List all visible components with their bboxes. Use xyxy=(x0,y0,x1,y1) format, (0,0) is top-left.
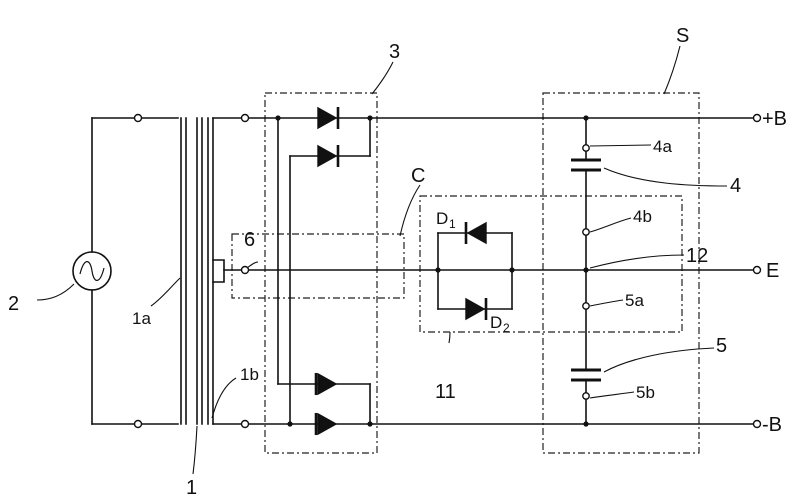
label-minus-b: -B xyxy=(762,414,782,436)
label-1b: 1b xyxy=(240,365,259,384)
label-4b: 4b xyxy=(633,207,652,226)
diode-d1-icon xyxy=(464,221,487,245)
c-block-outline xyxy=(231,233,405,299)
secondary-top-terminal xyxy=(240,113,250,123)
terminal-4b xyxy=(582,228,590,236)
svg-text:2: 2 xyxy=(503,321,510,335)
primary-bottom-terminal xyxy=(133,419,143,429)
label-5: 5 xyxy=(716,335,727,357)
label-d2: D 2 xyxy=(490,313,510,335)
minus-b-terminal xyxy=(752,419,762,429)
label-4: 4 xyxy=(730,175,741,197)
label-4a: 4a xyxy=(653,137,672,156)
label-1: 1 xyxy=(186,477,197,499)
label-12: 12 xyxy=(686,245,708,267)
label-plus-b: +B xyxy=(762,108,787,130)
rectifier-block-outline xyxy=(264,92,378,454)
label-s: S xyxy=(676,25,689,47)
primary-top-terminal xyxy=(133,113,143,123)
diode-icon xyxy=(317,144,340,168)
label-e: E xyxy=(766,260,779,282)
label-5a: 5a xyxy=(625,291,644,310)
secondary-bottom-terminal xyxy=(240,419,250,429)
secondary-circuit xyxy=(212,113,756,429)
label-1a: 1a xyxy=(132,309,151,328)
diode-block-outline xyxy=(419,195,683,333)
terminal-4a xyxy=(582,144,590,152)
capacitor-icon xyxy=(571,368,601,382)
svg-text:D: D xyxy=(436,209,448,228)
diode-icon xyxy=(314,372,338,396)
diode-icon xyxy=(317,106,340,130)
primary-circuit xyxy=(91,113,179,429)
e-terminal xyxy=(752,265,762,275)
label-5b: 5b xyxy=(636,383,655,402)
capacitor-icon xyxy=(571,158,601,172)
label-c: C xyxy=(411,165,425,187)
terminal-5a xyxy=(582,302,590,310)
svg-text:1: 1 xyxy=(449,217,456,231)
diode-d2-icon xyxy=(465,297,488,321)
label-6: 6 xyxy=(244,229,255,251)
label-11: 11 xyxy=(435,381,456,403)
diode-pair xyxy=(435,232,515,310)
transformer xyxy=(180,117,225,425)
label-2: 2 xyxy=(8,293,19,315)
sine-wave-icon xyxy=(72,251,112,291)
plus-b-terminal xyxy=(752,113,762,123)
terminal-5b xyxy=(582,392,590,400)
label-d1: D 1 xyxy=(436,209,456,231)
svg-text:D: D xyxy=(490,313,502,332)
capacitor-chain xyxy=(582,115,590,427)
diode-icon xyxy=(314,412,338,436)
s-block-outline xyxy=(542,92,700,454)
label-3: 3 xyxy=(389,41,400,63)
center-tap-terminal xyxy=(240,265,250,275)
